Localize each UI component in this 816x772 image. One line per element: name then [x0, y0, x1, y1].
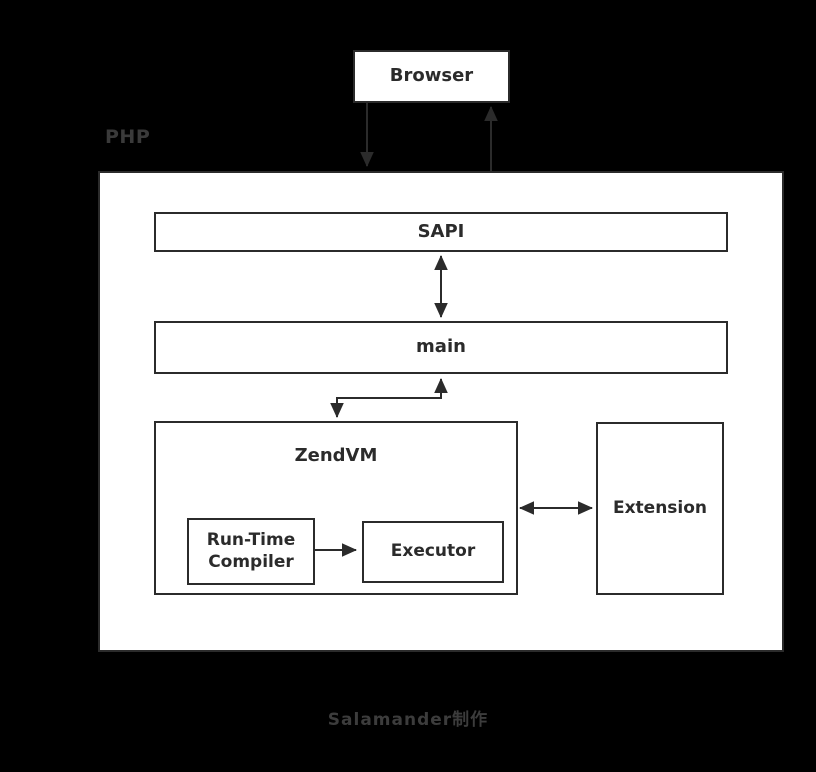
- node-sapi-label: SAPI: [417, 220, 465, 242]
- php-group-label: PHP: [105, 126, 151, 148]
- watermark-text: Salamander制作: [327, 710, 489, 730]
- node-zendvm[interactable]: ZendVM Run-Time Compiler Executor: [154, 421, 518, 595]
- node-browser[interactable]: Browser: [353, 50, 510, 103]
- node-extension[interactable]: Extension: [596, 422, 724, 595]
- node-sapi[interactable]: SAPI: [154, 212, 728, 252]
- node-runtime-compiler-line1: Run-Time: [206, 530, 296, 551]
- node-runtime-compiler-line2: Compiler: [208, 551, 294, 572]
- node-runtime-compiler[interactable]: Run-Time Compiler: [187, 518, 315, 585]
- node-main[interactable]: main: [154, 321, 728, 374]
- node-main-label: main: [416, 336, 466, 358]
- node-browser-label: Browser: [389, 65, 474, 87]
- node-extension-label: Extension: [612, 497, 708, 518]
- node-executor[interactable]: Executor: [362, 521, 504, 583]
- node-runtime-compiler-label: Run-Time Compiler: [207, 530, 296, 573]
- node-zendvm-label: ZendVM: [294, 445, 378, 466]
- node-executor-label: Executor: [390, 541, 476, 562]
